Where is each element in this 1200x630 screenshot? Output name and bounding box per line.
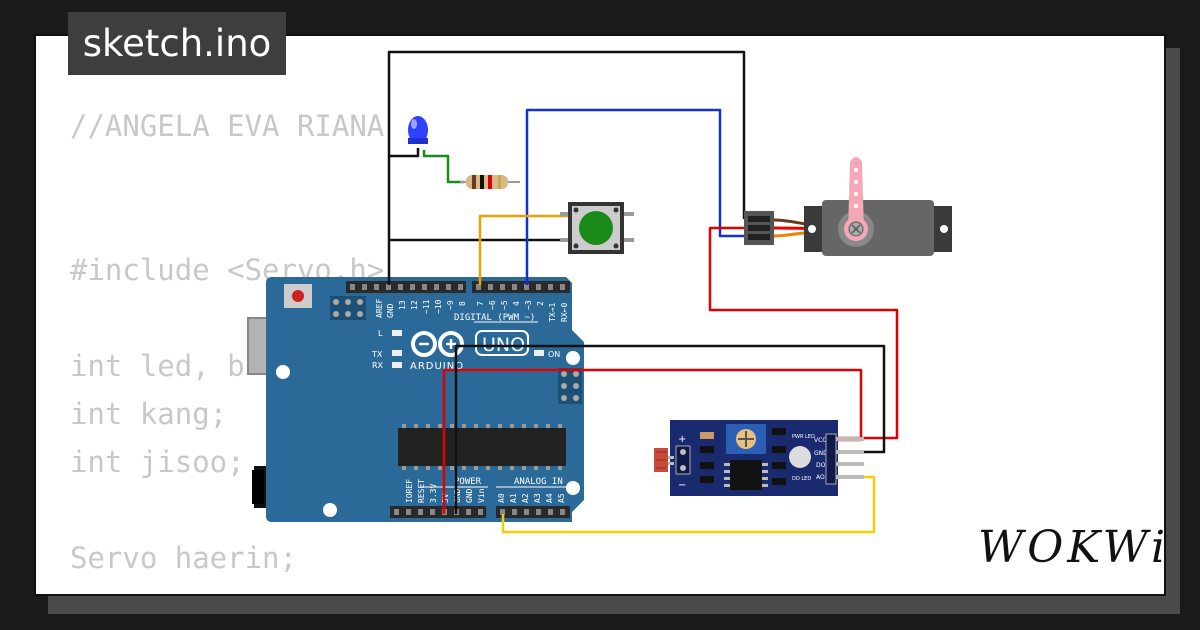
- sensor-pin-label: VCC: [814, 437, 826, 444]
- pin-label: 3.3V: [429, 484, 438, 503]
- pin-label: 8: [458, 301, 467, 306]
- blue-led[interactable]: [408, 116, 428, 144]
- pin-label: ~10: [434, 299, 443, 314]
- pin-label: GND: [453, 488, 462, 503]
- led-l-label: L: [378, 329, 383, 338]
- maker-label: ARDUINO: [410, 361, 464, 372]
- pin-label: 7: [476, 301, 485, 306]
- pin-label: ~3: [524, 300, 533, 310]
- pin-label: ~6: [488, 300, 497, 310]
- push-button[interactable]: [560, 202, 634, 254]
- pin-label: GND: [386, 303, 395, 318]
- code-line: int led, b: [70, 349, 245, 383]
- pin-label: RX←0: [560, 303, 569, 322]
- wire-blue-servo-signal[interactable]: [525, 108, 752, 285]
- wire-black-led-gnd[interactable]: [389, 148, 420, 158]
- analog-header: [496, 506, 570, 518]
- resistor[interactable]: [460, 175, 520, 189]
- logo-infinity-icon: [411, 331, 464, 357]
- photoresistor-sensor-module[interactable]: + − PWR LED DO LED VCC GND DO AO: [654, 420, 864, 496]
- pin-label: TX→1: [548, 303, 557, 322]
- microcontroller-chip: [398, 428, 566, 466]
- pin-label: 5V: [441, 493, 450, 503]
- code-line: int kang;: [70, 397, 228, 431]
- pin-label: GND: [465, 488, 474, 503]
- sensor-plus-label: +: [678, 434, 686, 445]
- on-led-label: ON: [548, 350, 560, 359]
- wire-red-servo-vcc[interactable]: [708, 226, 899, 440]
- code-line: //ANGELA EVA RIANA: [70, 109, 385, 143]
- pin-label: 13: [398, 300, 407, 310]
- pin-label: A5: [557, 493, 566, 503]
- wire-black-sensor-gnd[interactable]: [454, 344, 886, 514]
- digital-header-label: DIGITAL (PWM ~): [454, 313, 535, 323]
- pin-label: 4: [512, 301, 521, 306]
- do-led-label: DO LED: [792, 476, 811, 482]
- led-rx-label: RX: [372, 361, 384, 370]
- pin-label: A3: [533, 493, 542, 503]
- power-header: [390, 506, 486, 518]
- wokwi-logo: WOKWi: [978, 522, 1170, 573]
- power-header-label: POWER: [454, 477, 482, 487]
- pin-label: AREF: [375, 299, 384, 318]
- analog-header-label: ANALOG IN: [514, 477, 563, 487]
- sensor-pin-label: GND: [814, 450, 828, 457]
- code-line: Servo haerin;: [70, 541, 297, 575]
- wire-orange-button[interactable]: [478, 214, 570, 285]
- pin-label: A2: [521, 493, 530, 503]
- pin-label: RESET: [417, 479, 426, 503]
- pin-label: ~5: [500, 300, 509, 310]
- code-editor-preview: //ANGELA EVA RIANA #include <Servo.h> in…: [70, 102, 384, 582]
- led-tx-label: TX: [371, 350, 383, 359]
- sensor-minus-label: −: [678, 480, 686, 491]
- file-tab[interactable]: sketch.ino: [68, 12, 286, 75]
- pin-label: Vin: [477, 488, 486, 503]
- preview-card: //ANGELA EVA RIANA #include <Servo.h> in…: [34, 34, 1166, 596]
- pin-label: ~11: [422, 299, 431, 314]
- pin-label: IOREF: [405, 479, 414, 503]
- code-line: int jisoo;: [70, 445, 245, 479]
- pin-label: A0: [497, 493, 506, 503]
- servo-motor[interactable]: [744, 157, 952, 256]
- sensor-pin-label: DO: [816, 462, 826, 469]
- pin-label: A1: [509, 493, 518, 503]
- sensor-pin-label: AO: [816, 474, 825, 481]
- reset-button-icon[interactable]: [284, 284, 312, 308]
- pin-label: ~9: [446, 300, 455, 310]
- pin-label: 12: [410, 300, 419, 310]
- digital-header-2: [472, 281, 570, 293]
- pin-label: A4: [545, 493, 554, 503]
- wire-green-led[interactable]: [422, 150, 464, 184]
- pwr-led-label: PWR LED: [792, 434, 815, 440]
- pin-label: 2: [536, 301, 545, 306]
- arduino-uno-board[interactable]: AREF GND 13 12 ~11 ~10 ~9 8 7 ~6 ~5 4 ~3…: [247, 277, 584, 522]
